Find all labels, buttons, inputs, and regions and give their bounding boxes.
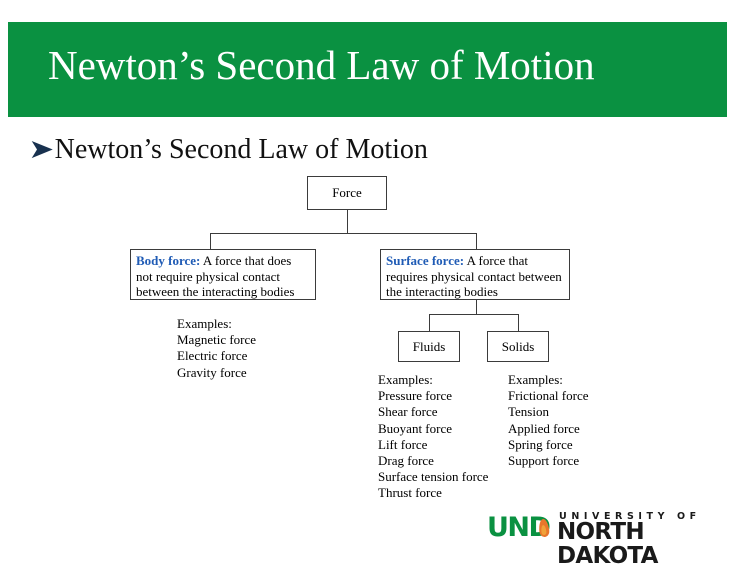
node-solids-label: Solids xyxy=(501,338,535,354)
connector-surface-down xyxy=(476,300,477,314)
node-solids: Solids xyxy=(487,331,549,362)
connector-to-fluids xyxy=(429,314,430,331)
node-surface-force: Surface force: A force that requires phy… xyxy=(380,249,570,300)
node-fluids: Fluids xyxy=(398,331,460,362)
und-university-of-label: UNIVERSITY OF xyxy=(559,511,701,522)
node-force: Force xyxy=(307,176,387,210)
connector-surface-horizontal xyxy=(429,314,519,315)
connector-to-surface-force xyxy=(476,233,477,249)
connector-to-solids xyxy=(518,314,519,331)
connector-force-down xyxy=(347,210,348,233)
node-fluids-label: Fluids xyxy=(412,338,446,354)
slide-canvas: Newton’s Second Law of Motion ➤ Newton’s… xyxy=(0,0,749,555)
title-banner: Newton’s Second Law of Motion xyxy=(8,22,727,117)
bullet-heading: ➤ Newton’s Second Law of Motion xyxy=(28,134,428,166)
connector-force-horizontal xyxy=(210,233,476,234)
node-surface-force-lead: Surface force: xyxy=(386,253,465,268)
node-force-label: Force xyxy=(332,185,362,201)
node-body-force: Body force: A force that does not requir… xyxy=(130,249,316,300)
bullet-heading-label: Newton’s Second Law of Motion xyxy=(54,134,428,165)
connector-to-body-force xyxy=(210,233,211,249)
und-logo: UND UNIVERSITY OF NORTH DAKOTA xyxy=(487,511,722,569)
arrow-bullet-icon: ➤ xyxy=(28,134,55,165)
solids-examples: Examples: Frictional force Tension Appli… xyxy=(508,372,589,469)
node-surface-force-text: A force that requires physical contact b… xyxy=(386,253,562,299)
node-body-force-lead: Body force: xyxy=(136,253,201,268)
page-title: Newton’s Second Law of Motion xyxy=(48,42,595,88)
und-name-label: NORTH DAKOTA xyxy=(557,519,658,569)
fluids-examples: Examples: Pressure force Shear force Buo… xyxy=(378,372,489,501)
node-body-force-text: A force that does not require physical c… xyxy=(136,253,295,299)
force-classification-diagram: Force Body force: A force that does not … xyxy=(130,176,589,501)
body-force-examples: Examples: Magnetic force Electric force … xyxy=(177,316,257,380)
